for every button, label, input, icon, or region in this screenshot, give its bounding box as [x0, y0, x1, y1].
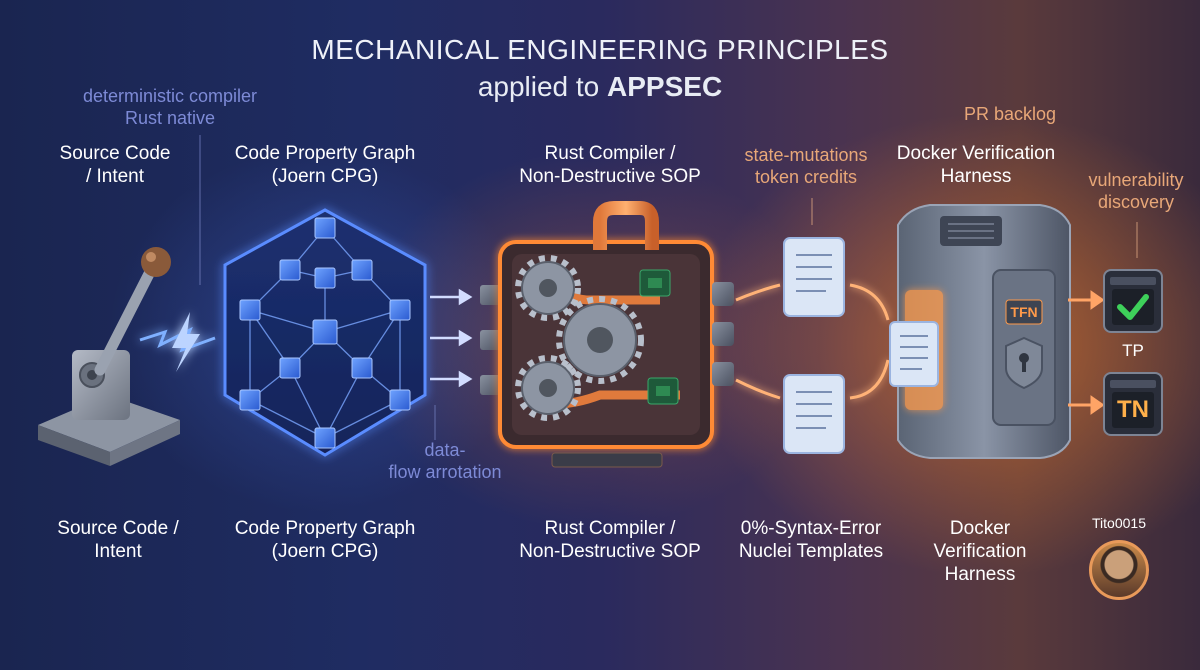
label-line: Code Property Graph — [234, 518, 416, 539]
label-line: 0%-Syntax-Error — [740, 518, 882, 539]
label-line: (Joern CPG) — [271, 540, 379, 562]
annotation-dataflow: data- flow arrotation — [360, 440, 530, 483]
code-property-graph-illustration — [223, 208, 427, 457]
true-positive-monitor — [1103, 269, 1163, 333]
label-line: Docker — [949, 518, 1011, 539]
label-line: Source Code / — [57, 518, 179, 539]
tp-label: TP — [1122, 341, 1144, 360]
label-line: Non-Destructive SOP — [519, 540, 701, 562]
label-line: Nuclei Templates — [738, 540, 884, 562]
top-label-docker: Docker Verification Harness — [876, 143, 1076, 189]
annotation-line: Rust native — [124, 107, 216, 128]
diagram-subtitle: applied to APPSEC — [0, 70, 1200, 104]
label-line: Harness — [940, 165, 1012, 187]
annotation-line: deterministic compiler — [82, 86, 258, 106]
label-line: Harness — [944, 563, 1016, 585]
output-arrows — [1068, 290, 1105, 415]
true-negative-monitor — [1103, 372, 1163, 436]
label-line: Verification — [933, 540, 1027, 562]
author-name: Tito0015 — [1092, 515, 1146, 531]
subtitle-emphasis: APPSEC — [607, 71, 723, 102]
annotation-line: vulnerability — [1088, 170, 1184, 190]
annotation-state-mutations: state-mutations token credits — [726, 145, 886, 188]
label-line: Code Property Graph — [234, 143, 416, 164]
annotation-line: discovery — [1097, 191, 1175, 212]
label-line: Source Code — [59, 143, 171, 164]
label-line: Docker Verification — [896, 143, 1056, 164]
top-label-cpg: Code Property Graph (Joern CPG) — [220, 143, 430, 189]
bottom-label-rust: Rust Compiler / Non-Destructive SOP — [500, 518, 720, 564]
label-line: (Joern CPG) — [271, 165, 379, 187]
label-line: Intent — [94, 540, 142, 562]
annotation-line: flow arrotation — [388, 461, 502, 482]
label-line: Rust Compiler / — [544, 143, 676, 164]
lever-illustration — [38, 247, 180, 466]
docker-verification-vault — [889, 204, 1071, 459]
annotation-line: state-mutations — [744, 145, 868, 165]
annotation-deterministic: deterministic compiler Rust native — [60, 86, 280, 129]
author-avatar — [1089, 540, 1149, 600]
bottom-label-cpg: Code Property Graph (Joern CPG) — [220, 518, 430, 564]
tn-badge: TN — [1117, 396, 1149, 423]
subtitle-prefix: applied to — [477, 71, 608, 102]
template-scroll-top — [783, 237, 845, 317]
rust-compiler-machine — [480, 201, 734, 468]
label-line: / Intent — [85, 165, 145, 187]
annotation-vulnerability-discovery: vulnerability discovery — [1068, 170, 1200, 213]
annotation-line: token credits — [754, 166, 858, 187]
bottom-label-docker: Docker Verification Harness — [900, 518, 1060, 586]
top-label-source: Source Code / Intent — [40, 143, 190, 189]
label-line: Non-Destructive SOP — [519, 165, 701, 187]
diagram-title: MECHANICAL ENGINEERING PRINCIPLES — [311, 34, 889, 65]
tfn-badge: TFN — [1010, 304, 1038, 320]
top-label-rust: Rust Compiler / Non-Destructive SOP — [500, 143, 720, 189]
leader-lines — [199, 135, 1138, 440]
bottom-label-source: Source Code / Intent — [38, 518, 198, 564]
flow-arrows-to-compiler — [430, 288, 473, 388]
label-line: Rust Compiler / — [544, 518, 676, 539]
lightning-spark — [139, 312, 216, 372]
annotation-pr-backlog: PR backlog — [963, 104, 1057, 124]
bottom-label-nuclei: 0%-Syntax-Error Nuclei Templates — [726, 518, 896, 564]
annotation-line: data- — [424, 440, 466, 460]
flow-curves-to-docs — [735, 283, 890, 400]
template-scroll-bottom — [783, 374, 845, 454]
